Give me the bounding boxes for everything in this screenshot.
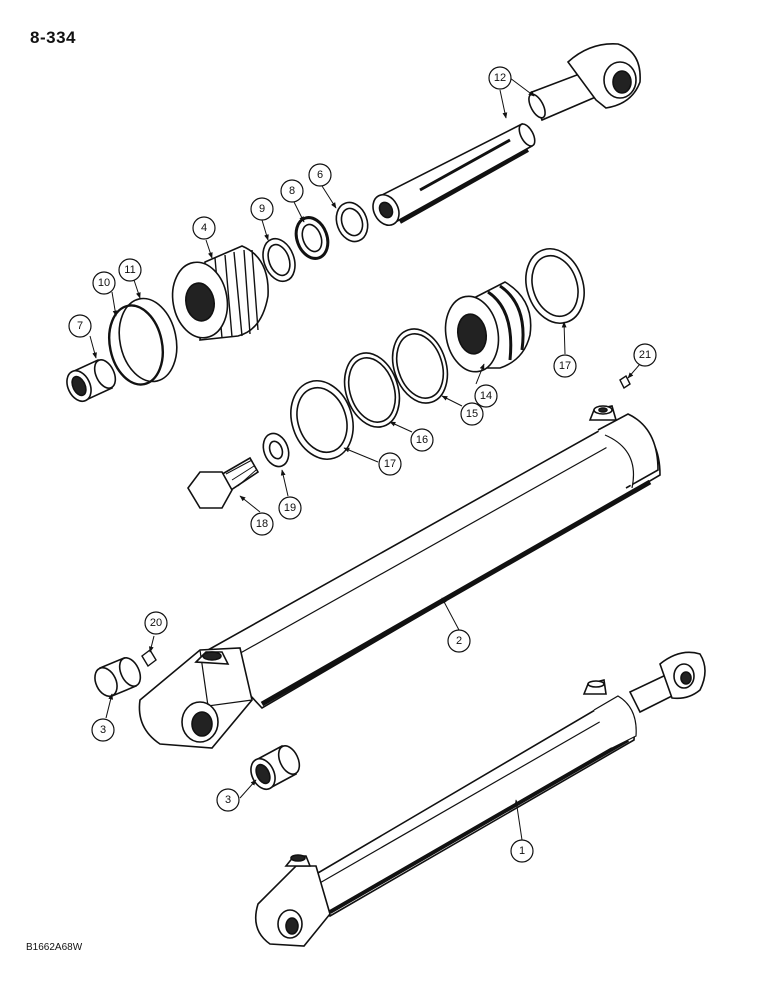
callout-label: 4 — [201, 222, 207, 234]
callout-17b: 17 — [553, 354, 577, 378]
grease-fitting-21 — [619, 374, 631, 390]
bushing-7 — [66, 358, 117, 403]
wear-ring-17-upper — [525, 248, 585, 324]
callout-label: 3 — [225, 794, 231, 806]
callout-15: 15 — [460, 402, 484, 426]
callout-16: 16 — [410, 428, 434, 452]
washer-19 — [262, 432, 290, 468]
callout-label: 19 — [284, 502, 296, 514]
callout-3b: 3 — [216, 788, 240, 812]
backup-ring — [294, 216, 330, 260]
callout-1: 1 — [510, 839, 534, 863]
callout-17a: 17 — [378, 452, 402, 476]
page-number: 8-334 — [30, 28, 76, 47]
callout-label: 17 — [384, 458, 396, 470]
callout-label: 1 — [519, 845, 525, 857]
bushing-3-left — [94, 656, 142, 698]
callout-4: 4 — [192, 216, 216, 240]
callout-label: 16 — [416, 434, 428, 446]
callout-19: 19 — [278, 496, 302, 520]
callout-label: 3 — [100, 724, 106, 736]
wiper-seal — [262, 237, 296, 283]
callout-12: 12 — [488, 66, 512, 90]
drawing-code: B1662A68W — [26, 942, 83, 953]
gland — [171, 245, 269, 341]
callout-label: 2 — [456, 635, 462, 647]
callout-2: 2 — [447, 629, 471, 653]
callout-9: 9 — [250, 197, 274, 221]
callout-label: 15 — [466, 408, 478, 420]
callout-8: 8 — [280, 179, 304, 203]
wear-ring-17-lower — [290, 380, 354, 460]
seal-ring-15 — [391, 328, 449, 404]
piston — [444, 281, 532, 373]
callout-label: 6 — [317, 169, 323, 181]
leader-lines — [89, 77, 641, 841]
callout-label: 18 — [256, 518, 268, 530]
rod-seal — [335, 201, 369, 243]
callout-label: 9 — [259, 203, 265, 215]
callout-3a: 3 — [91, 718, 115, 742]
assembled-cylinder — [254, 651, 706, 947]
bushing-3-right — [250, 744, 301, 791]
callout-label: 7 — [77, 320, 83, 332]
callout-14: 14 — [474, 384, 498, 408]
callout-7: 7 — [68, 314, 92, 338]
bolt-18 — [187, 456, 260, 509]
callout-20: 20 — [144, 611, 168, 635]
callout-18: 18 — [250, 512, 274, 536]
callout-label: 17 — [559, 360, 571, 372]
callout-label: 12 — [494, 72, 506, 84]
callout-label: 21 — [639, 349, 651, 361]
callout-10: 10 — [92, 271, 116, 295]
o-ring-10 — [108, 304, 164, 386]
callout-label: 11 — [124, 264, 135, 276]
seal-ring-16 — [343, 352, 401, 428]
callout-label: 10 — [98, 277, 110, 289]
callout-label: 20 — [150, 617, 162, 629]
o-ring-11 — [118, 297, 178, 383]
callout-label: 14 — [480, 390, 492, 402]
callout-label: 8 — [289, 185, 295, 197]
piston-rod — [372, 43, 641, 227]
callout-21: 21 — [633, 343, 657, 367]
grease-fitting-20 — [141, 648, 157, 668]
cylinder-barrel — [138, 405, 661, 749]
callout-6: 6 — [308, 163, 332, 187]
callout-11: 11 — [118, 258, 142, 282]
